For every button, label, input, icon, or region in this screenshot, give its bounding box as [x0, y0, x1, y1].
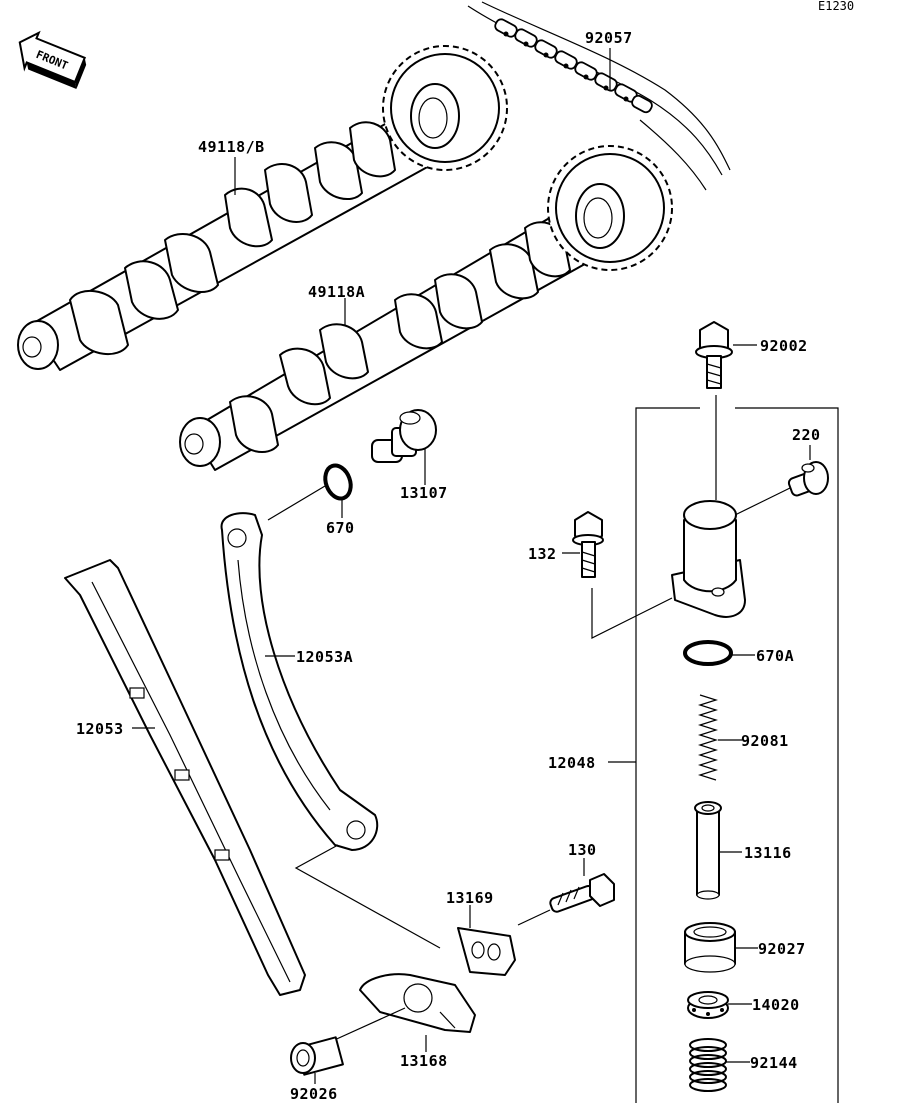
label-49118a: 49118A [308, 283, 365, 301]
cam-chain [467, 1, 731, 191]
bolt-130 [549, 873, 615, 913]
bolt-132 [572, 511, 604, 578]
plate-13169 [457, 927, 516, 976]
bushing-92026 [290, 1036, 344, 1076]
label-92026: 92026 [290, 1085, 338, 1103]
nut-14020 [687, 991, 729, 1019]
label-13116: 13116 [744, 844, 792, 862]
label-13107: 13107 [400, 484, 448, 502]
tensioner-frame [635, 407, 839, 1103]
label-220: 220 [792, 426, 821, 444]
label-13169: 13169 [446, 889, 494, 907]
collar-92027 [684, 922, 736, 973]
holder-13168 [359, 973, 476, 1033]
label-670a: 670A [756, 647, 794, 665]
diagram-code: E1230 [818, 0, 854, 13]
o-ring-670 [323, 463, 353, 501]
label-92057: 92057 [585, 29, 633, 47]
guide-pin [371, 409, 437, 463]
label-130: 130 [568, 841, 597, 859]
front-arrow-icon: FRONT [18, 30, 87, 90]
label-92081: 92081 [741, 732, 789, 750]
label-12053: 12053 [76, 720, 124, 738]
spring-92144 [689, 1038, 727, 1092]
label-12053a: 12053A [296, 648, 353, 666]
camshaft-lower [179, 145, 673, 471]
o-ring-670a [683, 640, 733, 666]
plug-220 [787, 461, 829, 497]
label-13168: 13168 [400, 1052, 448, 1070]
label-132: 132 [528, 545, 557, 563]
label-92002: 92002 [760, 337, 808, 355]
label-49118b: 49118/B [198, 138, 265, 156]
chain-guide [64, 559, 306, 996]
spring-92081 [697, 694, 719, 781]
rod-13116 [694, 801, 722, 900]
label-92144: 92144 [750, 1054, 798, 1072]
label-670: 670 [326, 519, 355, 537]
label-12048: 12048 [548, 754, 596, 772]
camshaft-upper [17, 45, 508, 371]
tensioner-body [671, 500, 746, 618]
label-92027: 92027 [758, 940, 806, 958]
chain-guide-a [220, 512, 379, 851]
bolt-92002 [695, 321, 733, 389]
label-14020: 14020 [752, 996, 800, 1014]
